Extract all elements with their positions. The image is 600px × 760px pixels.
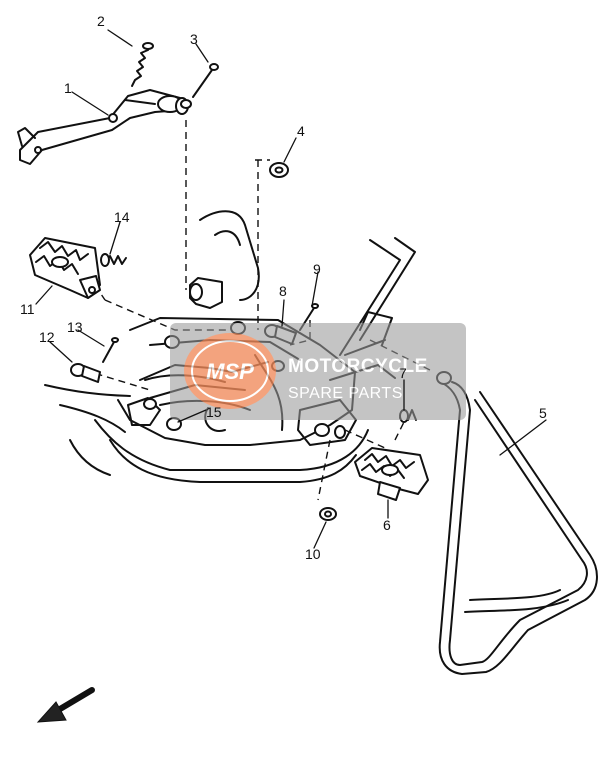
watermark-badge	[184, 333, 276, 409]
footpeg-spring-part	[100, 253, 127, 267]
direction-arrow-icon	[36, 687, 95, 723]
pin-part-13	[102, 337, 119, 363]
cotter-pin-part	[180, 63, 219, 109]
callout-14: 14	[114, 209, 130, 225]
watermark-line-2: SPARE PARTS	[288, 385, 403, 402]
callout-4: 4	[297, 123, 305, 139]
right-footpeg-part	[354, 447, 429, 501]
brake-pedal-part	[17, 89, 189, 165]
left-footpeg-part	[29, 237, 101, 299]
pivot-boss-part	[189, 277, 223, 309]
watermark-logo-text: MSP	[206, 359, 254, 384]
washer-part-10	[319, 507, 337, 521]
callout-8: 8	[279, 283, 287, 299]
callout-3: 3	[190, 31, 198, 47]
callout-11: 11	[20, 301, 35, 317]
callout-1: 1	[64, 80, 72, 96]
callout-15: 15	[206, 404, 222, 420]
washer-part-4	[269, 162, 289, 178]
callouts: 1 2 3 4 5 6 7 8 9 10 11 12 13 14 15	[20, 13, 547, 562]
watermark-line-1: MOTORCYCLE	[288, 356, 428, 377]
callout-12: 12	[39, 329, 55, 345]
callout-10: 10	[305, 546, 321, 562]
callout-2: 2	[97, 13, 105, 29]
callout-9: 9	[313, 261, 321, 277]
callout-13: 13	[67, 319, 83, 335]
callout-7: 7	[399, 365, 407, 381]
callout-5: 5	[539, 405, 547, 421]
leader-lines	[35, 29, 547, 549]
spring-part	[131, 42, 154, 87]
bolt-part-12	[70, 363, 101, 383]
watermark: MSP MOTORCYCLE SPARE PARTS	[170, 323, 466, 420]
callout-6: 6	[383, 517, 391, 533]
